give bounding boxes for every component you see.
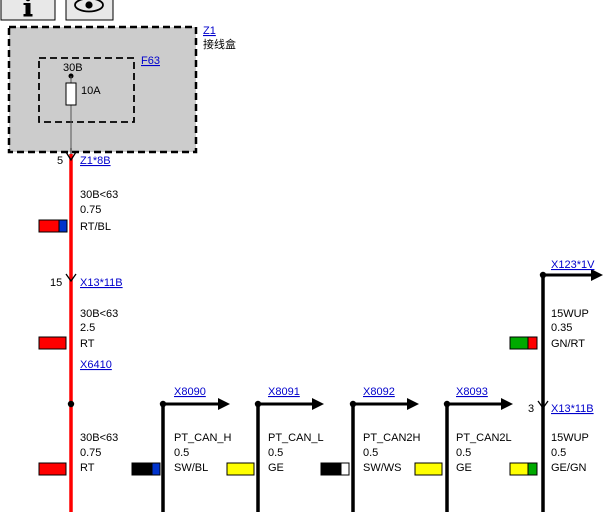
can4-signal: PT_CAN2L bbox=[456, 432, 512, 444]
main-conn-mid[interactable]: X13*11B bbox=[80, 277, 123, 289]
main-seg3-color: RT bbox=[80, 462, 95, 474]
main-conn-top[interactable]: Z1*8B bbox=[80, 155, 111, 167]
right-seg1-swatch bbox=[509, 336, 538, 350]
eye-icon bbox=[74, 0, 104, 13]
main-seg1-color: RT/BL bbox=[80, 221, 111, 233]
can2-size: 0.5 bbox=[268, 447, 283, 459]
right-conn-top[interactable]: X123*1V bbox=[551, 259, 595, 271]
splice-link[interactable]: X6410 bbox=[80, 359, 112, 371]
right-seg2-color: GE/GN bbox=[551, 462, 587, 474]
main-pin-mid: 15 bbox=[50, 277, 62, 289]
right-seg2-signal: 15WUP bbox=[551, 432, 589, 444]
can3-swatch bbox=[320, 462, 350, 476]
main-seg2-signal: 30B<63 bbox=[80, 308, 118, 320]
view-button[interactable] bbox=[65, 0, 114, 21]
can-wire-2 bbox=[254, 398, 324, 512]
main-pin-mid-marker bbox=[65, 273, 77, 283]
main-seg1-signal: 30B<63 bbox=[80, 189, 118, 201]
can4-swatch bbox=[414, 462, 443, 476]
fuse-symbol bbox=[65, 82, 77, 106]
can-wire-4 bbox=[443, 398, 513, 512]
right-pin-mid: 3 bbox=[528, 403, 534, 415]
can1-signal: PT_CAN_H bbox=[174, 432, 232, 444]
right-seg1-color: GN/RT bbox=[551, 338, 585, 350]
can2-swatch bbox=[226, 462, 255, 476]
box-name: 接线盒 bbox=[203, 37, 236, 51]
can2-signal: PT_CAN_L bbox=[268, 432, 324, 444]
main-seg3-signal: 30B<63 bbox=[80, 432, 118, 444]
main-pin-top: 5 bbox=[57, 155, 63, 167]
fuse-terminal: 30B bbox=[63, 62, 83, 74]
right-seg1-signal: 15WUP bbox=[551, 308, 589, 320]
can4-size: 0.5 bbox=[456, 447, 471, 459]
right-pin-mid-marker bbox=[537, 400, 549, 410]
right-seg1-size: 0.35 bbox=[551, 322, 572, 334]
fuse-rating: 10A bbox=[81, 85, 101, 97]
junction-box bbox=[7, 25, 198, 154]
can3-color: SW/WS bbox=[363, 462, 402, 474]
info-icon bbox=[23, 0, 33, 17]
can1-color: SW/BL bbox=[174, 462, 208, 474]
can2-conn[interactable]: X8091 bbox=[268, 386, 300, 398]
can4-color: GE bbox=[456, 462, 472, 474]
splice-dot bbox=[67, 400, 75, 408]
box-link[interactable]: Z1 bbox=[203, 25, 216, 37]
can-wire-1 bbox=[159, 398, 230, 512]
can4-conn[interactable]: X8093 bbox=[456, 386, 488, 398]
main-pin-top-marker bbox=[65, 151, 77, 162]
can2-color: GE bbox=[268, 462, 284, 474]
main-seg2-swatch bbox=[38, 336, 67, 350]
fuse-box bbox=[38, 57, 135, 123]
main-seg1-swatch bbox=[38, 219, 68, 233]
main-seg2-size: 2.5 bbox=[80, 322, 95, 334]
right-seg2-size: 0.5 bbox=[551, 447, 566, 459]
can1-conn[interactable]: X8090 bbox=[174, 386, 206, 398]
info-button[interactable] bbox=[0, 0, 56, 21]
can1-swatch bbox=[131, 462, 161, 476]
can-wire-3 bbox=[349, 398, 419, 512]
right-seg2-swatch bbox=[509, 462, 538, 476]
main-seg3-swatch bbox=[38, 462, 67, 476]
right-conn-mid[interactable]: X13*11B bbox=[551, 403, 594, 415]
right-wire bbox=[539, 269, 603, 512]
can3-signal: PT_CAN2H bbox=[363, 432, 421, 444]
can1-size: 0.5 bbox=[174, 447, 189, 459]
main-seg1-size: 0.75 bbox=[80, 204, 101, 216]
main-seg2-color: RT bbox=[80, 338, 95, 350]
can3-size: 0.5 bbox=[363, 447, 378, 459]
can3-conn[interactable]: X8092 bbox=[363, 386, 395, 398]
main-seg3-size: 0.75 bbox=[80, 447, 101, 459]
fuse-link[interactable]: F63 bbox=[141, 55, 160, 67]
